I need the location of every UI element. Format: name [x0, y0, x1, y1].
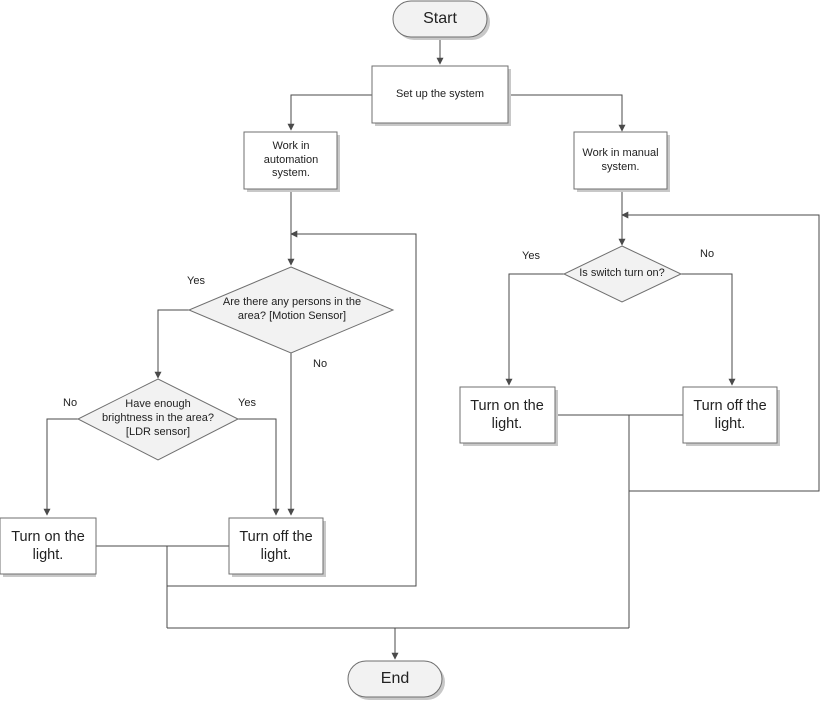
persons-question: Are there any persons in the area? [Moti…: [222, 296, 362, 322]
manual-turn-on-label: Turn on the light.: [470, 397, 544, 432]
edge-persons-yes: [154, 309, 189, 379]
switch-no-label: No: [700, 248, 715, 260]
end-label: End: [380, 670, 410, 687]
auto-turn-on-box: [0, 517, 97, 575]
nodes: [0, 0, 780, 700]
brightness-decision: [76, 378, 240, 461]
manual-label: Work in manual system.: [582, 146, 659, 173]
end-terminal: [347, 660, 443, 698]
automation-box: [243, 131, 338, 190]
brightness-no-label: No: [63, 397, 78, 409]
start-label: Start: [423, 10, 457, 27]
auto-turn-off-label: Turn off the light.: [239, 528, 313, 563]
edge-setup-auto: [287, 94, 372, 131]
automation-label: Work in automation system.: [263, 139, 319, 180]
edge-bright-no: [43, 418, 78, 516]
brightness-yes-label: Yes: [238, 397, 256, 409]
edge-setup-manual: [508, 94, 626, 132]
edge-auto-loop-back: [167, 230, 417, 587]
edge-bright-yes: [238, 418, 280, 516]
manual-turn-off-box: [682, 386, 778, 444]
setup-box: [371, 65, 509, 124]
manual-turn-off-label: Turn off the light.: [693, 397, 767, 432]
persons-no-label: No: [313, 358, 328, 370]
start-terminal: [392, 0, 488, 38]
setup-label: Set up the system: [395, 87, 485, 100]
edge-switch-yes: [505, 273, 564, 386]
persons-decision: [187, 266, 395, 354]
switch-decision: [562, 245, 683, 303]
switch-question: Is switch turn on?: [579, 267, 665, 280]
auto-turn-off-box: [228, 517, 324, 575]
persons-yes-label: Yes: [187, 275, 205, 287]
manual-turn-on-box: [459, 386, 556, 444]
connectors: [43, 37, 820, 660]
manual-box: [573, 131, 668, 190]
edge-switch-no: [681, 273, 736, 386]
brightness-question: Have enough brightness in the area? [LDR…: [102, 398, 214, 438]
edge-manual-loop-back: [621, 211, 820, 492]
auto-turn-on-label: Turn on the light.: [11, 528, 85, 563]
switch-yes-label: Yes: [522, 250, 540, 262]
